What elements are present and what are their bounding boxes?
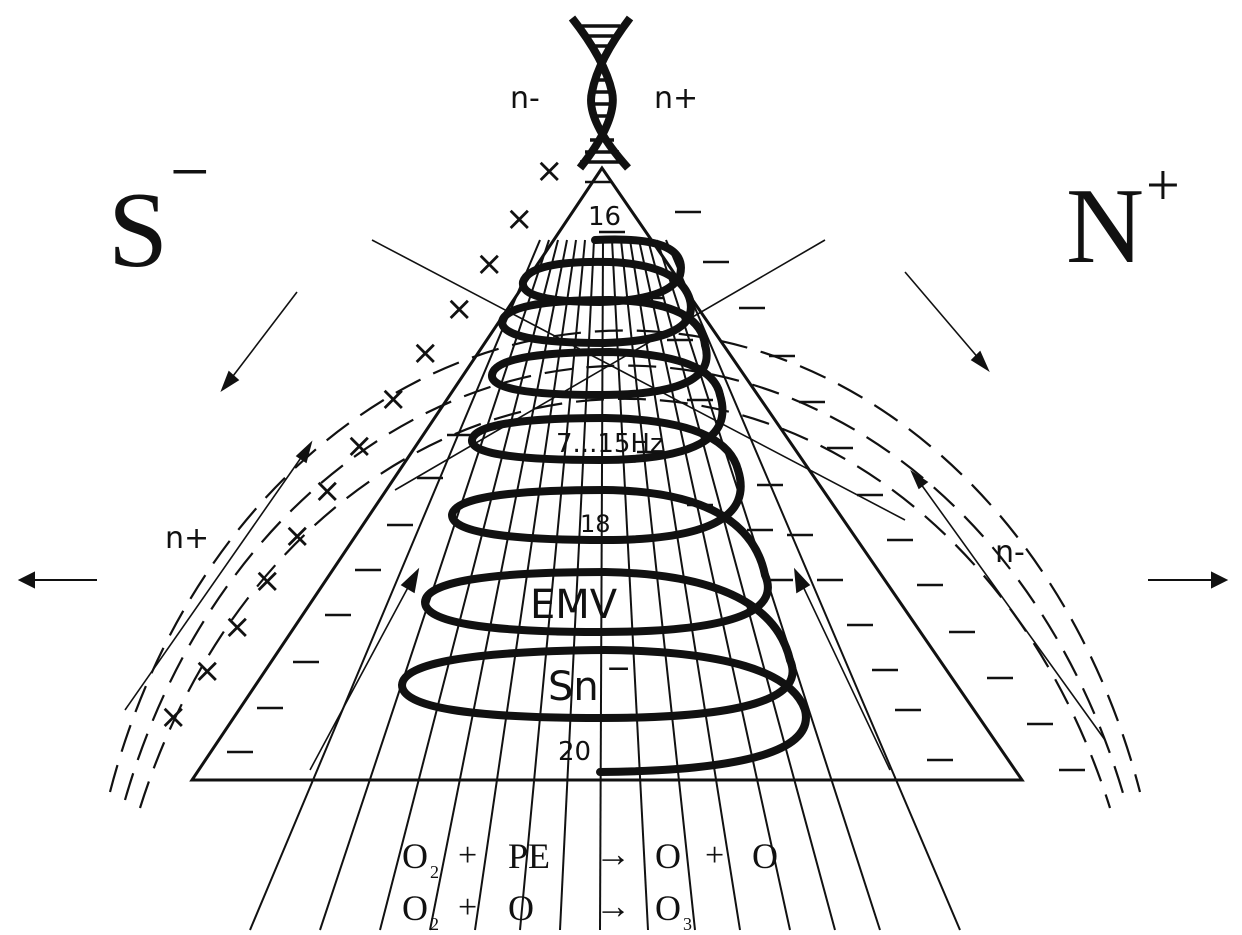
- field-arc-outer: [138, 397, 1112, 809]
- eq2-plus: +: [458, 889, 477, 926]
- coil-turn-1: [519, 235, 694, 307]
- arrow-cone-right-in-head: [793, 567, 811, 594]
- arrow-left-up: [124, 451, 306, 711]
- left-out-arrow-head: [17, 571, 35, 589]
- arrow-right-down-head: [970, 350, 990, 373]
- field-arc-middle: [123, 364, 1127, 801]
- flow-left-label: n+: [165, 521, 209, 556]
- cross-lines: [371, 239, 906, 521]
- eq1-pe: PE: [508, 836, 550, 876]
- plus-charge: ×: [313, 471, 342, 511]
- eq2-o2-sub: 2: [430, 914, 439, 934]
- field-arcs: [108, 329, 1142, 809]
- arrow-right-up: [917, 479, 1106, 741]
- coil-turn-8: [596, 706, 810, 776]
- coil-turn-3: [488, 341, 724, 400]
- arrow-right-down: [904, 271, 981, 361]
- pole-n-sign: +: [1146, 152, 1180, 218]
- pole-n-label: N: [1066, 167, 1144, 286]
- coil-turn-4: [468, 391, 742, 474]
- equation-1: O 2 + PE → O + O: [402, 834, 778, 882]
- eq1-plus: +: [458, 837, 477, 874]
- arrow-left-down-head: [220, 370, 240, 392]
- plus-charge: ×: [223, 607, 252, 647]
- eq1-plus2: +: [705, 837, 724, 874]
- arrow-left-down: [229, 291, 298, 381]
- flow-right-label: n-: [995, 535, 1025, 570]
- coil-spiral: [397, 235, 810, 776]
- coil-turn-2: [497, 295, 709, 349]
- eq2-o3-sub: 3: [683, 914, 692, 934]
- plus-charge: ×: [475, 244, 504, 284]
- dna-helix: [568, 15, 634, 171]
- eq1-o2: O: [402, 836, 428, 876]
- plus-charge: ×: [505, 199, 534, 239]
- pole-s-label: S: [108, 171, 168, 290]
- eq1-o2-sub: 2: [430, 862, 439, 882]
- eq1-o-b: O: [752, 836, 778, 876]
- cross-line-a: [371, 239, 906, 521]
- dna-right-label: n+: [654, 81, 698, 116]
- plus-charge: ×: [283, 516, 312, 556]
- plus-charge: ×: [193, 651, 222, 691]
- equation-2: O 2 + O → O 3: [402, 886, 692, 934]
- coil-turn-7: [397, 645, 809, 723]
- arrow-left-up-head: [295, 440, 313, 464]
- emv-label: EMV: [530, 582, 618, 628]
- cone-label-16: 16: [588, 202, 621, 232]
- eq1-arrow: →: [595, 834, 631, 874]
- dna-left-label: n-: [510, 81, 540, 116]
- cone-label-18: 18: [580, 510, 611, 538]
- sn-sign: −: [606, 651, 631, 686]
- cone-label-freq: 7...15Hz: [556, 429, 664, 459]
- eq2-arrow: →: [595, 886, 631, 926]
- minus-charges: [227, 180, 1085, 772]
- plus-charge: ×: [445, 289, 474, 329]
- eq2-o3: O: [655, 888, 681, 928]
- cross-line-b: [394, 239, 826, 491]
- eq2-o2: O: [402, 888, 428, 928]
- plus-charge: ×: [345, 426, 374, 466]
- field-line: [249, 239, 541, 931]
- eq1-o: O: [655, 836, 681, 876]
- side-arrows: [17, 571, 1229, 589]
- field-line: [665, 239, 961, 931]
- arrow-right-up-head: [910, 469, 929, 490]
- arrow-cone-left-in-head: [400, 567, 420, 594]
- flow-arrows: [124, 271, 1106, 771]
- coil-turn-6: [420, 567, 794, 664]
- cone-label-20: 20: [558, 737, 591, 767]
- cone-outline: [189, 165, 1025, 782]
- arrow-cone-right-in: [799, 579, 891, 771]
- coil-turn-5: [447, 466, 769, 579]
- plus-charge: ×: [253, 561, 282, 601]
- plus-charge: ×: [159, 697, 188, 737]
- plus-charge: ×: [535, 151, 564, 191]
- field-line: [319, 239, 550, 931]
- field-arc-inner: [108, 329, 1142, 793]
- arrow-cone-left-in: [309, 579, 413, 771]
- sn-label: Sn: [548, 664, 599, 710]
- plus-charge: ×: [411, 333, 440, 373]
- plus-charges: ×××××××××××××: [159, 151, 564, 737]
- eq2-o: O: [508, 888, 534, 928]
- dna-rungs: [580, 24, 624, 164]
- cone: [189, 165, 1025, 782]
- right-out-arrow-head: [1211, 571, 1229, 589]
- plus-charge: ×: [379, 379, 408, 419]
- field-line: [647, 239, 836, 931]
- pole-s-sign: −: [170, 134, 209, 211]
